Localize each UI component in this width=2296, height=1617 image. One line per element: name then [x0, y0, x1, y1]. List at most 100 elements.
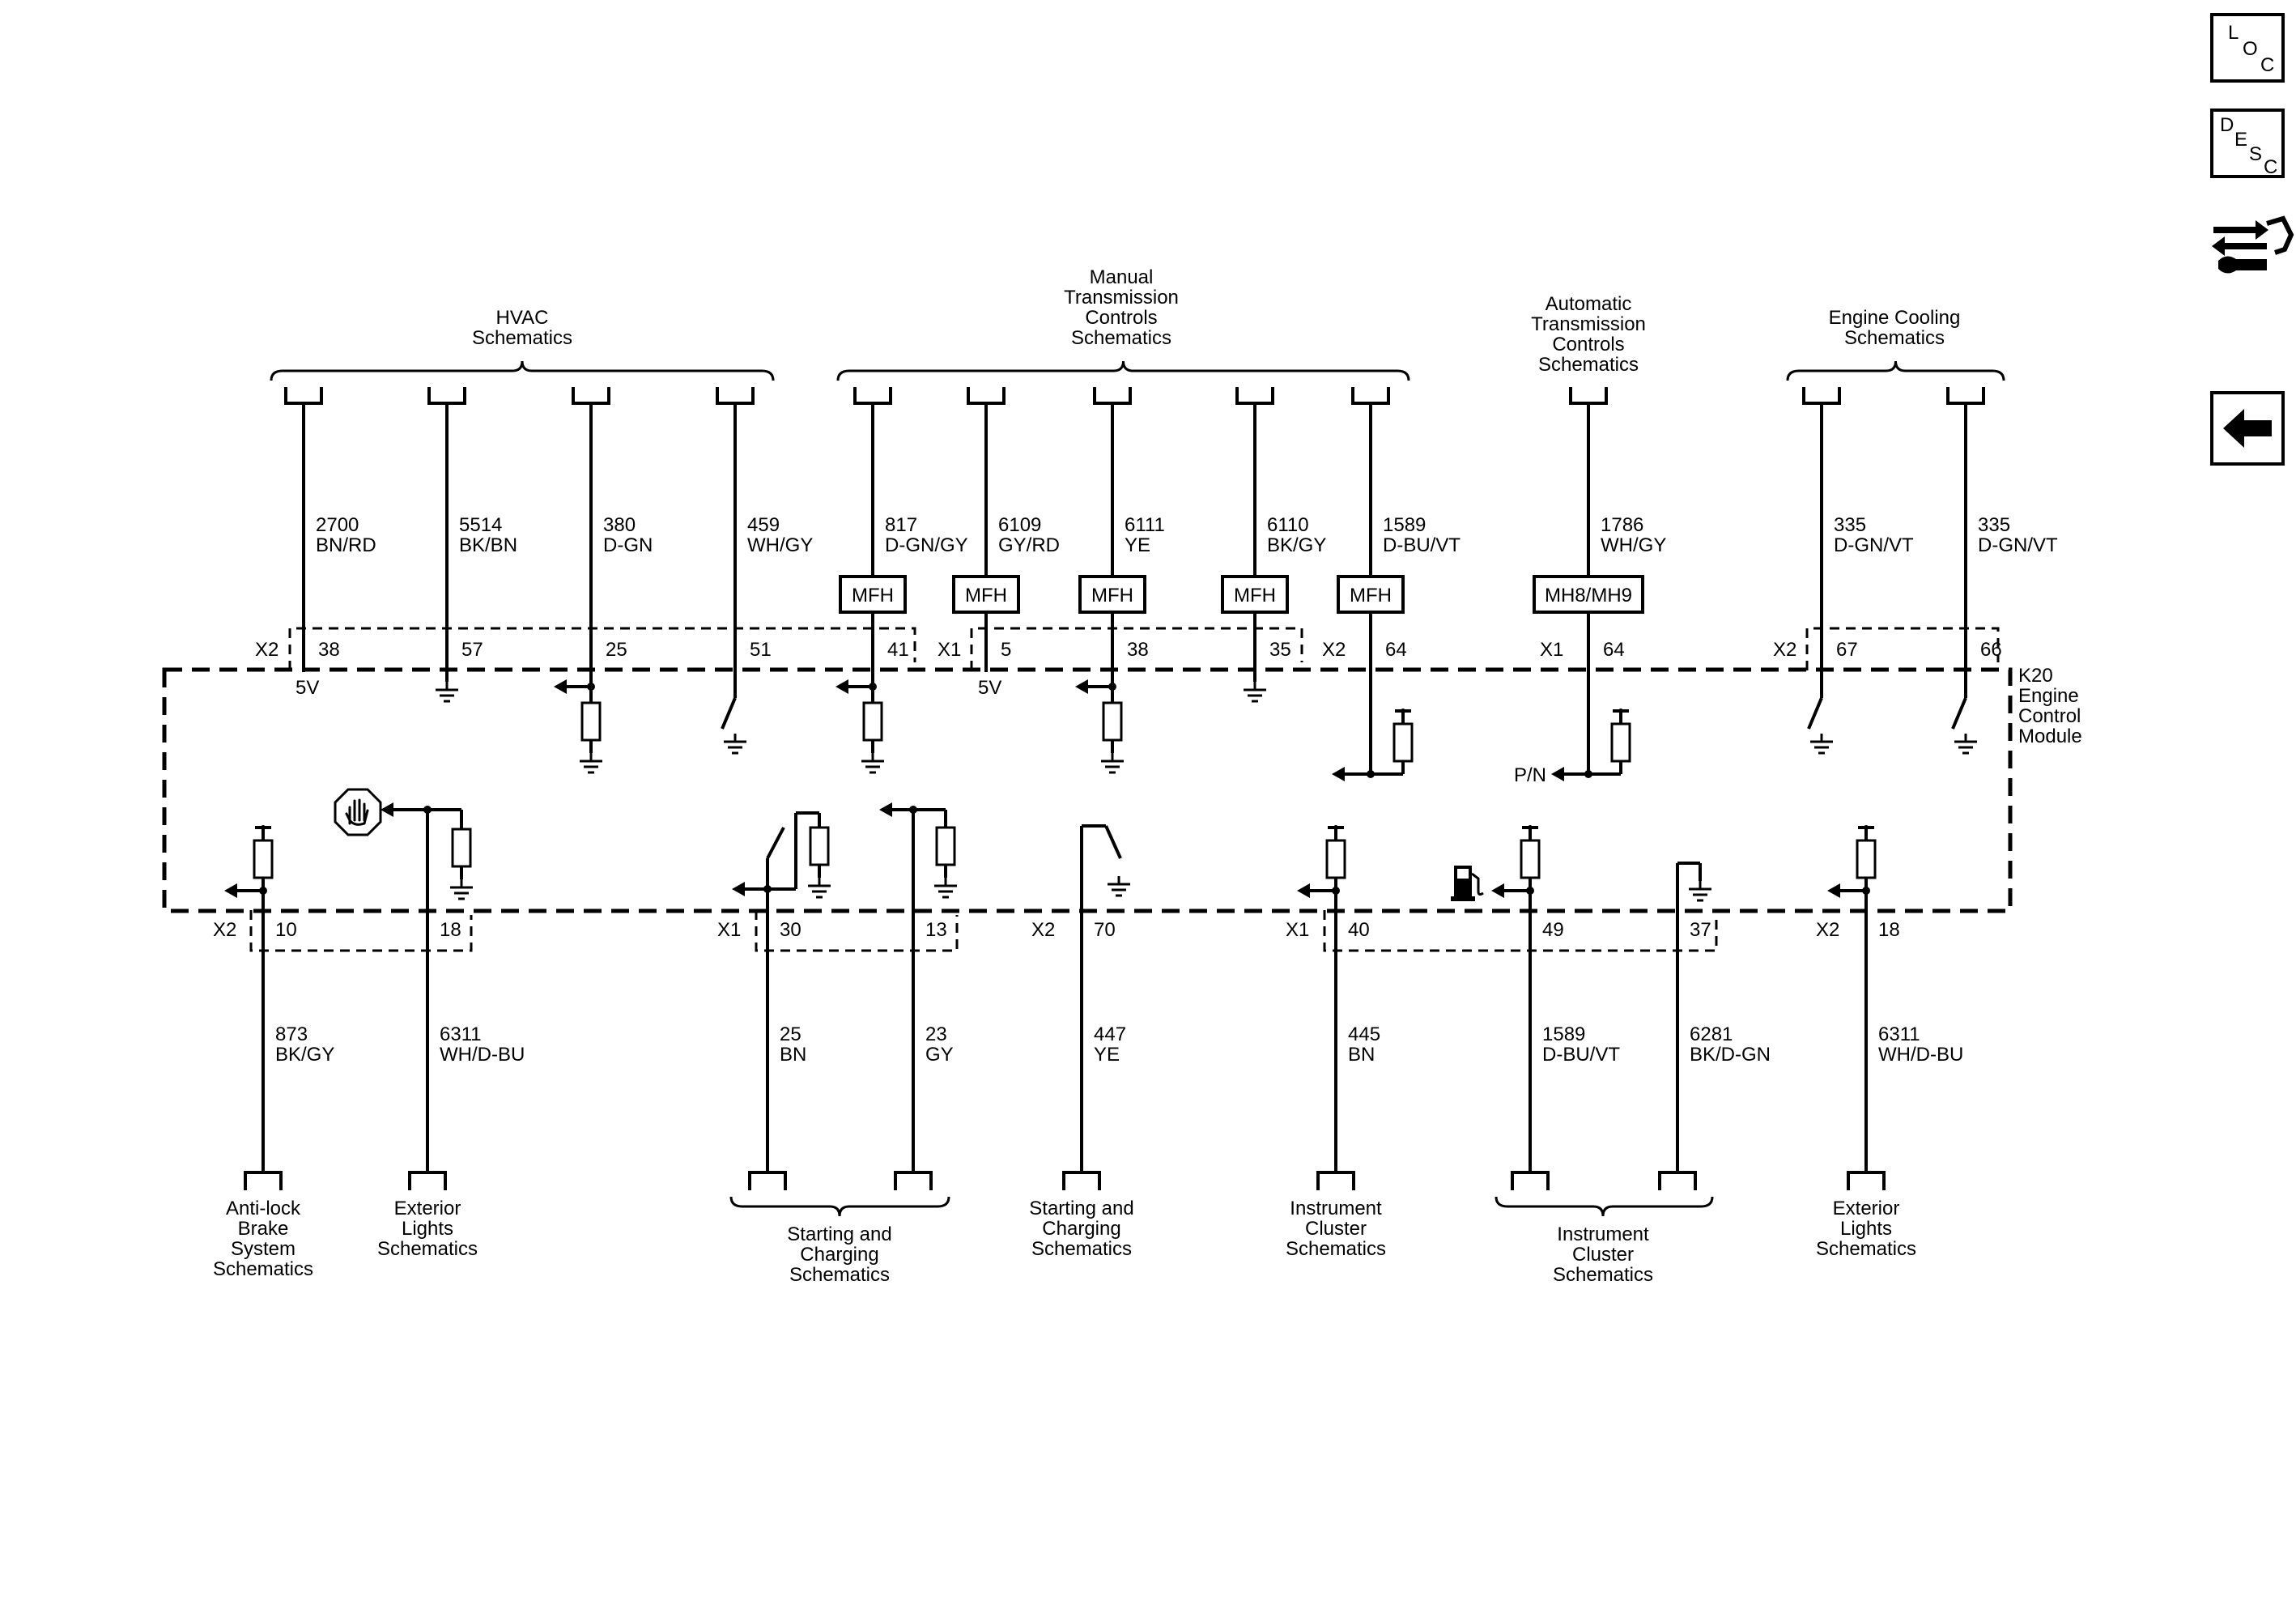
- arrow-left: [1491, 883, 1504, 898]
- ground-symbol: [436, 682, 458, 703]
- connector-cap: [244, 1171, 283, 1190]
- connector-label: X2: [1816, 919, 1839, 941]
- connector-shading: [249, 627, 2000, 952]
- inline-connector-box: [952, 575, 1020, 614]
- desc-letter-s: S: [2249, 143, 2262, 165]
- pin-label: 38: [1127, 639, 1149, 661]
- ecm-circuit-10: [1807, 670, 1833, 755]
- inline-connector-label: MFH: [1234, 585, 1276, 606]
- junction-dot: [1108, 683, 1116, 691]
- connector-x1-top: [970, 627, 1303, 670]
- connector-x2-right-top: [1805, 627, 2000, 670]
- switch-blade: [721, 697, 737, 730]
- arrow-left: [1332, 767, 1345, 781]
- connector-cap: [408, 1171, 447, 1190]
- pullup-dot: [1528, 825, 1533, 830]
- pin-label: 51: [750, 639, 772, 661]
- connector-label: X2: [255, 639, 278, 661]
- junction-dot: [423, 806, 432, 814]
- loc-letter-o: O: [2243, 38, 2258, 60]
- desc-button[interactable]: D E S C: [2210, 109, 2285, 178]
- switch-blade: [1951, 697, 1967, 730]
- junction-dot: [1367, 770, 1375, 778]
- pullup-dot: [1618, 709, 1623, 713]
- connector-x1-bottom-right: [1323, 910, 1718, 952]
- resistor: [935, 826, 956, 866]
- pin-label: 64: [1603, 639, 1625, 661]
- ground-symbol: [1101, 753, 1124, 774]
- connector-label: X2: [1322, 639, 1346, 661]
- inline-connector-label: MFH: [1350, 585, 1392, 606]
- arrow-left: [835, 679, 848, 694]
- pullup-dot: [261, 825, 266, 830]
- connector-label: X1: [1540, 639, 1563, 661]
- connector-cap: [1316, 1171, 1355, 1190]
- ground-symbol: [1810, 734, 1833, 755]
- ground-symbol: [1244, 682, 1266, 703]
- connector-x2-top: [288, 627, 916, 670]
- pin-label: 18: [440, 919, 461, 941]
- resistor: [1325, 839, 1346, 879]
- desc-letter-e: E: [2234, 129, 2247, 151]
- ecm-circuit-8: [1332, 670, 1414, 781]
- ground-symbol: [450, 879, 473, 900]
- ecm-circuit-5: 5V: [978, 677, 1001, 699]
- desc-letter-c: C: [2264, 156, 2277, 178]
- ground-symbol: [1954, 734, 1977, 755]
- ecm-module-boundary: [162, 667, 2013, 913]
- resistor: [451, 828, 472, 868]
- resistor: [862, 701, 883, 742]
- resistor: [1520, 839, 1541, 879]
- connector-x1-bottom: [755, 910, 959, 952]
- inline-connector-box: [1078, 575, 1146, 614]
- resistor: [1102, 701, 1123, 742]
- group-bracket: [270, 360, 775, 381]
- group-bracket: [1786, 360, 2005, 381]
- arrow-left: [1827, 883, 1840, 898]
- junction-dot: [763, 885, 772, 893]
- back-arrow-button[interactable]: [2210, 391, 2285, 466]
- connector-cap: [716, 387, 755, 405]
- switch-blade: [1807, 697, 1823, 730]
- connector-repair-icon[interactable]: [2212, 215, 2294, 274]
- connector-label: X1: [938, 639, 961, 661]
- inline-connector-box: [839, 575, 907, 614]
- inline-connector-label: MFH: [1091, 585, 1133, 606]
- inline-connector-label: MFH: [965, 585, 1007, 606]
- bottom-group-bracket: [1495, 1196, 1714, 1217]
- pin-label: 64: [1385, 639, 1407, 661]
- junction-dot: [1584, 770, 1592, 778]
- loc-button[interactable]: L O C: [2210, 13, 2285, 83]
- desc-letter-d: D: [2220, 114, 2234, 136]
- connector-cap: [1235, 387, 1274, 405]
- ecm-circuit-11: [1951, 670, 1977, 755]
- connector-x2-bottom-left: [249, 910, 473, 952]
- ecm-circuit-9: P/N: [1514, 670, 1631, 786]
